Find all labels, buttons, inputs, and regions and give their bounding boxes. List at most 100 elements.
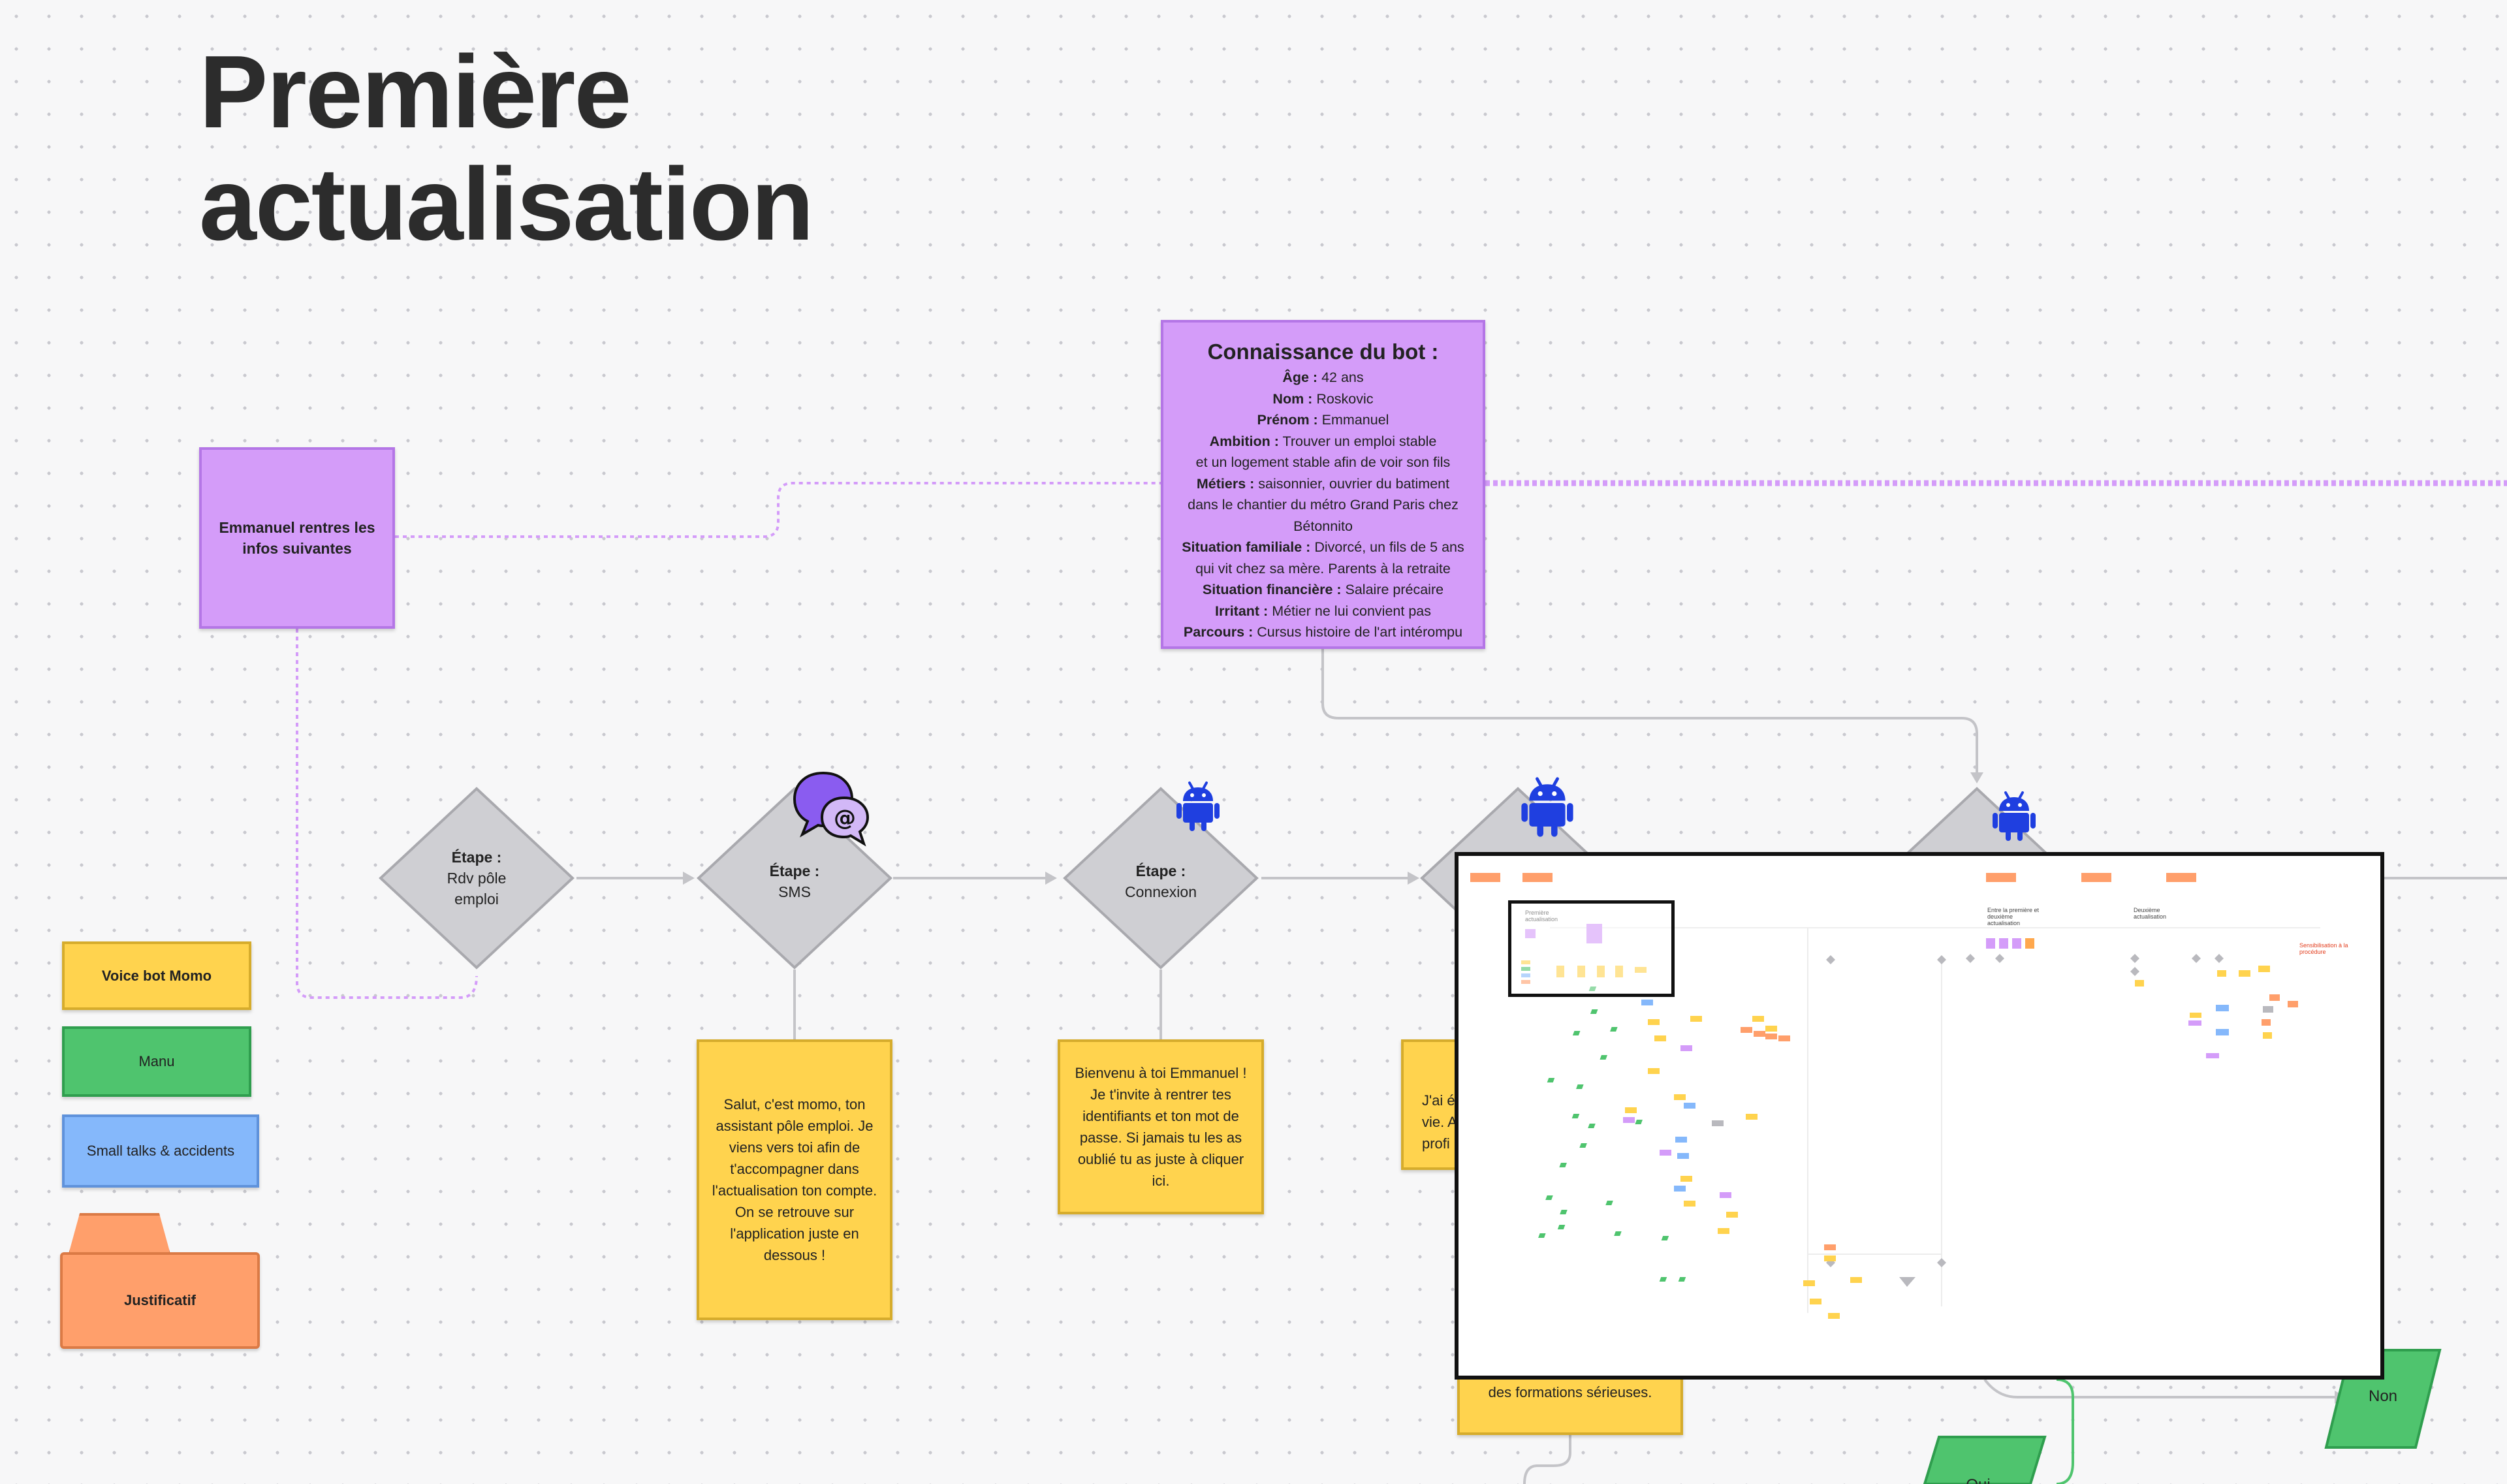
- connector-green-down: [2056, 1378, 2074, 1484]
- decision-oui-shape[interactable]: [1923, 1435, 2047, 1484]
- minimap-sticky: [1538, 1233, 1546, 1238]
- message-partial-sticky[interactable]: J'ai é vie. A profi: [1401, 1039, 1460, 1170]
- knowledge-line-value: Métier ne lui convient pas: [1268, 603, 1431, 619]
- knowledge-line-value: dans le chantier du métro Grand Paris ch…: [1188, 497, 1458, 513]
- minimap-sticky: [1576, 1084, 1584, 1089]
- knowledge-line: qui vit chez sa mère. Parents à la retra…: [1182, 558, 1464, 580]
- minimap-sticky: [1778, 1035, 1790, 1041]
- knowledge-line-value: et un logement stable afin de voir son f…: [1195, 454, 1451, 470]
- minimap-label-entre: Entre la première et deuxième actualisat…: [1987, 907, 2040, 926]
- connector-knowledge-to-step: [1321, 649, 1978, 774]
- minimap-sticky: [1677, 1153, 1689, 1159]
- minimap-label-deuxieme: Deuxième actualisation: [2134, 907, 2167, 920]
- minimap-sticky: [1680, 1176, 1692, 1182]
- knowledge-line: Ambition : Trouver un emploi stable: [1182, 431, 1464, 452]
- android-robot-icon: [1521, 777, 1573, 837]
- minimap-sticky: [1571, 1114, 1580, 1118]
- knowledge-line-value: Divorcé, un fils de 5 ans: [1310, 539, 1464, 555]
- knowledge-line: Nom : Roskovic: [1182, 388, 1464, 410]
- minimap-sticky: [1675, 1137, 1687, 1143]
- board-minimap[interactable]: Première actualisation Entre la première…: [1455, 852, 2384, 1380]
- board-title: Première actualisation: [199, 36, 814, 262]
- knowledge-line-label: Âge :: [1282, 370, 1318, 385]
- knowledge-line: Bétonnito: [1182, 516, 1464, 537]
- message-connexion-sticky[interactable]: Bienvenu à toi Emmanuel ! Je t'invite à …: [1058, 1039, 1264, 1214]
- step-connexion-diamond[interactable]: Étape : Connexion: [1063, 787, 1259, 970]
- legend-manu[interactable]: Manu: [62, 1026, 251, 1097]
- message-sms-sticky[interactable]: Salut, c'est momo, ton assistant pôle em…: [697, 1039, 892, 1320]
- decision-non-label: Non: [2368, 1387, 2398, 1405]
- legend-justificatif-text: Justificatif: [123, 1292, 197, 1308]
- minimap-viewport[interactable]: [1508, 900, 1675, 997]
- minimap-sticky: [1625, 1107, 1637, 1113]
- step-rdv-name: Rdv pôle emploi: [447, 870, 507, 908]
- arrowhead-next: [1408, 872, 1419, 885]
- svg-text:@: @: [834, 805, 856, 831]
- minimap-canvas: [1470, 873, 2320, 1319]
- legend-voicebot[interactable]: Voice bot Momo: [62, 941, 251, 1010]
- knowledge-line-value: Roskovic: [1312, 390, 1374, 407]
- legend-voicebot-text: Voice bot Momo: [101, 967, 212, 984]
- knowledge-line: Métiers : saisonnier, ouvrier du batimen…: [1182, 473, 1464, 495]
- minimap-sticky: [1660, 1150, 1671, 1156]
- legend-smalltalk-text: Small talks & accidents: [86, 1143, 235, 1159]
- minimap-sticky: [1654, 1035, 1666, 1041]
- legend-smalltalk[interactable]: Small talks & accidents: [62, 1114, 259, 1188]
- knowledge-line-value: Cursus histoire de l'art intérompu: [1253, 624, 1463, 640]
- message-formations-text: des formations sérieuses.: [1488, 1384, 1652, 1400]
- decision-oui-label: Oui: [1959, 1472, 1998, 1484]
- minimap-sticky: [1824, 1255, 1836, 1261]
- board-title-line-2: actualisation: [199, 147, 814, 262]
- minimap-sticky: [1824, 1244, 1836, 1250]
- minimap-sticky: [1641, 1000, 1653, 1005]
- message-sms-text: Salut, c'est momo, ton assistant pôle em…: [712, 1096, 877, 1263]
- minimap-sticky: [1726, 1212, 1738, 1218]
- knowledge-line-value: Emmanuel: [1317, 412, 1389, 428]
- minimap-sticky: [1674, 1186, 1686, 1192]
- minimap-sticky: [1720, 1192, 1731, 1198]
- connector-formations-down: [1523, 1435, 1571, 1484]
- knowledge-line-value: saisonnier, ouvrier du batiment: [1254, 475, 1450, 492]
- connector-to-non: [1983, 1378, 2337, 1398]
- knowledge-line-label: Métiers :: [1196, 475, 1255, 492]
- minimap-sticky: [1684, 1201, 1695, 1207]
- legend-justificatif-folder[interactable]: Justificatif: [60, 1252, 260, 1349]
- minimap-sticky: [1648, 1068, 1660, 1074]
- knowledge-line: Situation financière : Salaire précaire: [1182, 579, 1464, 601]
- minimap-sticky: [1765, 1034, 1777, 1039]
- knowledge-line-label: Irritant :: [1214, 603, 1269, 619]
- minimap-label-premiere: Première actualisation: [1525, 909, 1558, 923]
- minimap-sticky: [1610, 1027, 1618, 1032]
- minimap-sticky: [1559, 1163, 1567, 1167]
- step-connexion-label: Étape :: [1135, 862, 1186, 879]
- step-rdv-diamond[interactable]: Étape : Rdv pôle emploi: [379, 787, 575, 970]
- knowledge-title: Connaissance du bot :: [1207, 339, 1439, 364]
- minimap-end-marker: [1899, 1277, 1916, 1287]
- minimap-sticky: [1659, 1277, 1667, 1282]
- message-connexion-text: Bienvenu à toi Emmanuel ! Je t'invite à …: [1075, 1065, 1247, 1189]
- minimap-sticky: [1588, 987, 1597, 991]
- minimap-sticky: [1680, 1045, 1692, 1051]
- android-robot-icon: [1176, 781, 1220, 831]
- minimap-sticky: [1590, 1009, 1598, 1014]
- minimap-sticky: [1635, 967, 1647, 973]
- chat-bubbles-at-icon: @: [793, 771, 870, 847]
- knowledge-line-label: Situation familiale :: [1182, 539, 1311, 555]
- minimap-sticky: [1572, 1031, 1581, 1035]
- minimap-sticky: [1803, 1280, 1815, 1286]
- minimap-sticky: [1600, 1055, 1607, 1060]
- arrowhead-connexion: [1045, 872, 1057, 885]
- knowledge-line-label: Parcours :: [1183, 624, 1254, 640]
- knowledge-line: Situation familiale : Divorcé, un fils d…: [1182, 537, 1464, 558]
- minimap-sticky: [1810, 1299, 1821, 1304]
- knowledge-line: Prénom : Emmanuel: [1182, 409, 1464, 431]
- minimap-sticky: [1718, 1228, 1729, 1234]
- message-partial-text: J'ai é vie. A profi: [1422, 1092, 1457, 1152]
- android-robot-icon: [1993, 791, 2036, 841]
- infos-sticky[interactable]: Emmanuel rentres les infos suivantes: [199, 447, 395, 629]
- knowledge-line: Âge : 42 ans: [1182, 367, 1464, 388]
- knowledge-line-label: Prénom :: [1257, 412, 1318, 428]
- minimap-sticky: [1828, 1313, 1840, 1319]
